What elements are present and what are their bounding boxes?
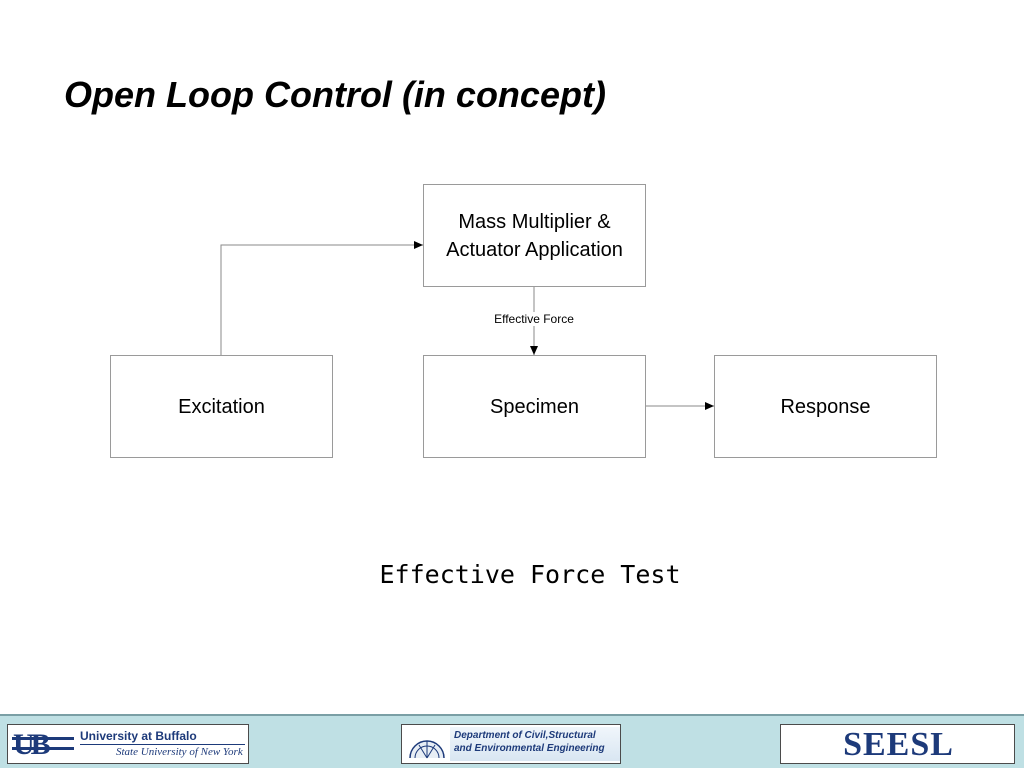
node-specimen: Specimen — [423, 355, 646, 458]
diagram-caption: Effective Force Test — [379, 560, 681, 589]
ub-logo-stripe — [12, 737, 74, 740]
node-response-label: Response — [780, 395, 871, 418]
edge-excitation-to-mass — [220, 241, 423, 355]
node-excitation: Excitation — [110, 355, 333, 458]
node-specimen-label: Specimen — [490, 395, 579, 418]
ub-monogram-icon: UB — [13, 728, 51, 761]
node-excitation-label: Excitation — [178, 395, 265, 418]
seesl-logo-text: SEESL — [843, 726, 954, 763]
ub-logo-rule — [80, 744, 245, 745]
node-mass-multiplier: Mass Multiplier & Actuator Application — [423, 184, 646, 287]
footer-bar: UB University at Buffalo State Universit… — [0, 714, 1024, 768]
ub-logo-name: University at Buffalo — [80, 729, 197, 743]
university-at-buffalo-logo: UB University at Buffalo State Universit… — [7, 724, 249, 764]
department-logo-band — [450, 727, 620, 761]
node-response: Response — [714, 355, 937, 458]
ub-logo-stripe — [12, 747, 74, 750]
seesl-logo: SEESL — [780, 724, 1015, 764]
department-logo: Department of Civil,Structural and Envir… — [401, 724, 621, 764]
department-seal-icon — [409, 740, 445, 759]
department-logo-line1: Department of Civil,Structural — [454, 730, 596, 741]
department-logo-line2: and Environmental Engineering — [454, 743, 605, 754]
department-logo-text: Department of Civil,Structural and Envir… — [454, 729, 605, 755]
node-mass-multiplier-label: Mass Multiplier & Actuator Application — [446, 210, 623, 261]
slide-title: Open Loop Control (in concept) — [64, 74, 606, 115]
edge-label-effective-force: Effective Force — [474, 312, 594, 326]
ub-logo-subtitle: State University of New York — [116, 746, 243, 758]
